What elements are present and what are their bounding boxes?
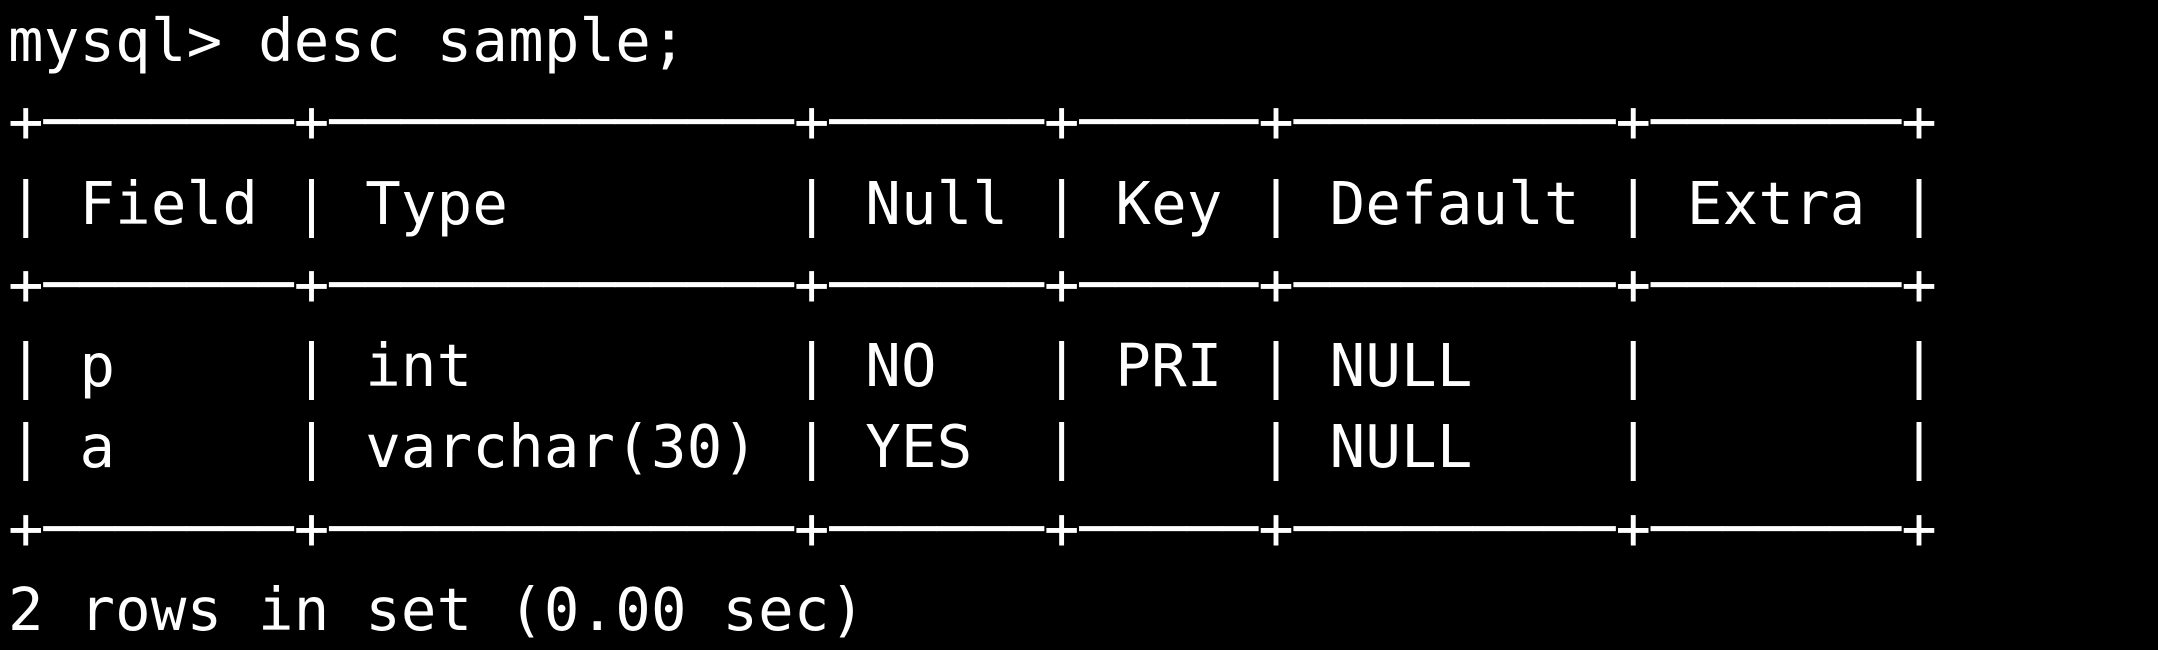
typed-command: desc sample; — [258, 6, 687, 75]
table-border-after-header: +───────+─────────────+──────+─────+────… — [8, 249, 1937, 319]
prompt-line: mysql> desc sample; — [0, 0, 2158, 81]
table-header-row: | Field | Type | Null | Key | Default | … — [8, 168, 1937, 238]
table-border-bottom: +───────+─────────────+──────+─────+────… — [8, 493, 1937, 563]
mysql-prompt: mysql> — [8, 6, 259, 75]
table-border-top: +───────+─────────────+──────+─────+────… — [8, 87, 1937, 157]
table-row: | p | int | NO | PRI | NULL | | — [8, 331, 1937, 400]
status-line: 2 rows in set (0.00 sec) — [8, 574, 866, 644]
table-row: | a | varchar(30) | YES | | NULL | | — [8, 412, 1937, 482]
